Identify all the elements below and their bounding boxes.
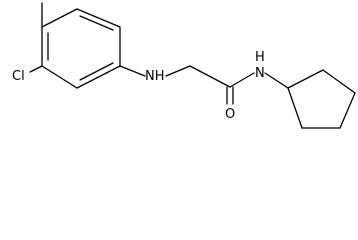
structure-canvas: Cl NH H N O (12, 2, 356, 129)
carbonyl-o-label: O (225, 107, 235, 122)
amide-n-label: N (255, 66, 265, 81)
benzene-ring (41, 8, 121, 89)
cyclopentane-ring (287, 69, 356, 129)
ring-to-nh-bond (119, 65, 146, 77)
ring-bond (76, 8, 121, 28)
ring-bond (76, 65, 121, 89)
nh-to-ch2-bond (165, 65, 191, 77)
ring-bond (41, 65, 78, 89)
amide-n-to-cyclopentyl-bond (264, 72, 289, 89)
ring-bond (41, 8, 78, 28)
amide-h-label: H (255, 50, 265, 65)
ring-bond (287, 87, 303, 129)
carbonyl-to-amide-n-bond (229, 72, 255, 88)
ring-bond (322, 69, 356, 94)
chlorine-label: Cl (12, 69, 25, 84)
ch2-to-carbonyl-bond (189, 65, 231, 88)
chemical-structure: Cl NH H N O (12, 2, 356, 129)
ring-inner-double-bond (79, 62, 114, 81)
ring-bond (339, 92, 356, 129)
amine-nh-label: NH (145, 69, 165, 84)
ring-inner-double-bond (79, 15, 114, 31)
ring-bond (287, 69, 324, 89)
chloro-bond (29, 65, 43, 73)
